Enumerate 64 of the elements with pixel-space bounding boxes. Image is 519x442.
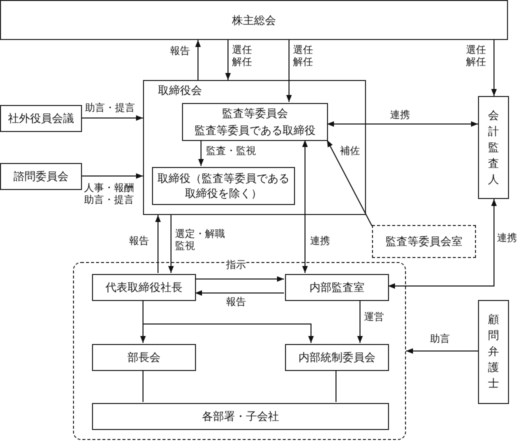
board-frame <box>143 80 366 215</box>
edge-label: 連携 <box>497 233 517 245</box>
process-box <box>182 103 328 141</box>
box-label: 諮問委員会 <box>14 169 68 184</box>
edge-label: 選任解任 <box>293 45 314 69</box>
box-label: 顧問弁護士 <box>488 312 500 392</box>
auditor-box <box>478 96 509 199</box>
office-box <box>372 225 476 258</box>
arrow <box>82 115 144 121</box>
box-label: 株主総会 <box>232 12 276 28</box>
box-label: 各部署・子会社 <box>202 409 279 424</box>
arrow <box>155 214 161 274</box>
box-label: 監査等委員会 <box>222 106 288 122</box>
edge-label: 選定・解職監視 <box>175 229 226 253</box>
box-subtitle: 監査等委員である取締役 <box>194 123 316 139</box>
edge-label: 運営 <box>364 312 384 324</box>
arrow <box>357 300 363 344</box>
process-box <box>92 344 196 371</box>
arrow <box>388 198 497 289</box>
arrow <box>194 276 284 282</box>
lawyer-box <box>478 300 509 404</box>
arrow <box>198 140 204 166</box>
connector-line <box>142 370 144 402</box>
process-box <box>0 105 82 132</box>
arrow <box>168 214 174 274</box>
process-box <box>285 274 389 301</box>
arrow <box>194 290 284 296</box>
group-title: 取締役会 <box>158 83 202 98</box>
arrow <box>326 121 478 127</box>
edge-label: 選任解任 <box>232 45 253 69</box>
arrow <box>225 40 231 80</box>
box-label: 部長会 <box>128 350 160 365</box>
arrow <box>82 173 144 179</box>
edge-label: 助言・提言 <box>85 103 135 115</box>
edge-label: 補佐 <box>340 146 360 158</box>
box-label: 内部監査室 <box>310 280 364 295</box>
process-box <box>92 403 389 430</box>
edge-label: 指示 <box>226 260 246 272</box>
edge-label: 選任解任 <box>466 45 487 69</box>
box-label: 監査等委員会室 <box>386 234 462 249</box>
process-box <box>285 344 389 371</box>
edge-label: 報告 <box>170 46 190 58</box>
arrow <box>326 140 372 226</box>
arrow <box>142 300 314 344</box>
process-box <box>0 163 82 190</box>
edge-label: 監査・監視 <box>206 146 256 158</box>
process-box <box>92 274 196 301</box>
box-label: 社外役員会議 <box>8 111 74 126</box>
edge-label: 報告 <box>226 297 246 309</box>
arrow <box>302 140 308 274</box>
edge-label: 報告 <box>129 236 149 248</box>
box-label: 代表取締役社長 <box>106 280 182 295</box>
box-label: 内部統制委員会 <box>298 350 376 365</box>
edge-label: 連携 <box>390 110 410 122</box>
arrow <box>491 40 497 96</box>
arrow <box>286 40 292 102</box>
edge-label: 連携 <box>310 236 330 248</box>
arrow <box>195 40 201 80</box>
box-label: 取締役（監査等委員である取締役を除く） <box>156 171 290 201</box>
edge-label: 人事・報酬助言・提言 <box>84 183 135 207</box>
box-label: 会計監査人 <box>488 108 500 188</box>
process-box <box>0 0 508 40</box>
edge-label: 助言 <box>430 334 450 346</box>
arrow <box>406 348 478 354</box>
